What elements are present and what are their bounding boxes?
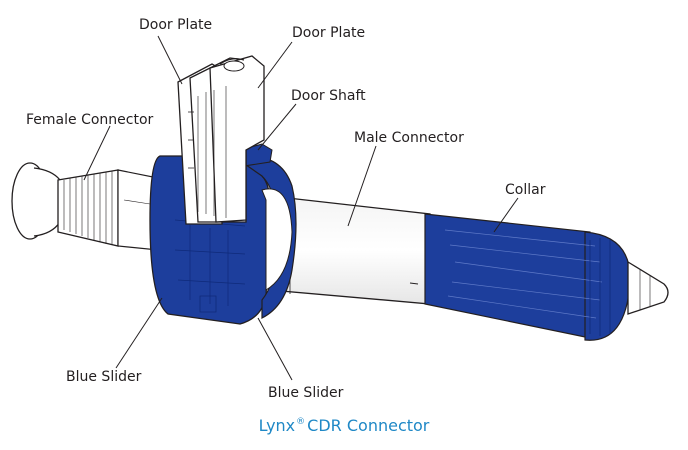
label-female-connector: Female Connector	[26, 112, 154, 128]
leader-lines	[83, 35, 519, 381]
collar-tip	[627, 260, 669, 315]
leader-collar	[493, 197, 519, 233]
label-door-shaft: Door Shaft	[291, 88, 366, 104]
collar	[424, 213, 631, 341]
leader-blue-slider-right	[257, 317, 293, 381]
label-blue-slider-right: Blue Slider	[268, 385, 344, 401]
door-plates	[177, 55, 265, 225]
caption-product-name: Lynx	[258, 416, 296, 435]
leader-male-connector	[347, 145, 377, 227]
leader-door-shaft	[257, 103, 297, 151]
leader-door-plate-right	[257, 41, 293, 89]
registered-mark: ®	[296, 417, 306, 427]
leader-blue-slider-left	[115, 297, 163, 369]
leader-female-connector	[83, 125, 111, 181]
label-collar: Collar	[505, 182, 546, 198]
female-connector-cap	[11, 162, 61, 240]
leader-door-plate-left	[157, 35, 183, 85]
female-connector-body	[57, 169, 159, 251]
figure-caption: Lynx®CDR Connector	[0, 416, 688, 435]
label-door-plate-left: Door Plate	[139, 17, 213, 33]
label-door-plate-right: Door Plate	[292, 25, 366, 41]
caption-rest: CDR Connector	[307, 416, 430, 435]
label-male-connector: Male Connector	[354, 130, 464, 146]
label-blue-slider-left: Blue Slider	[66, 369, 142, 385]
